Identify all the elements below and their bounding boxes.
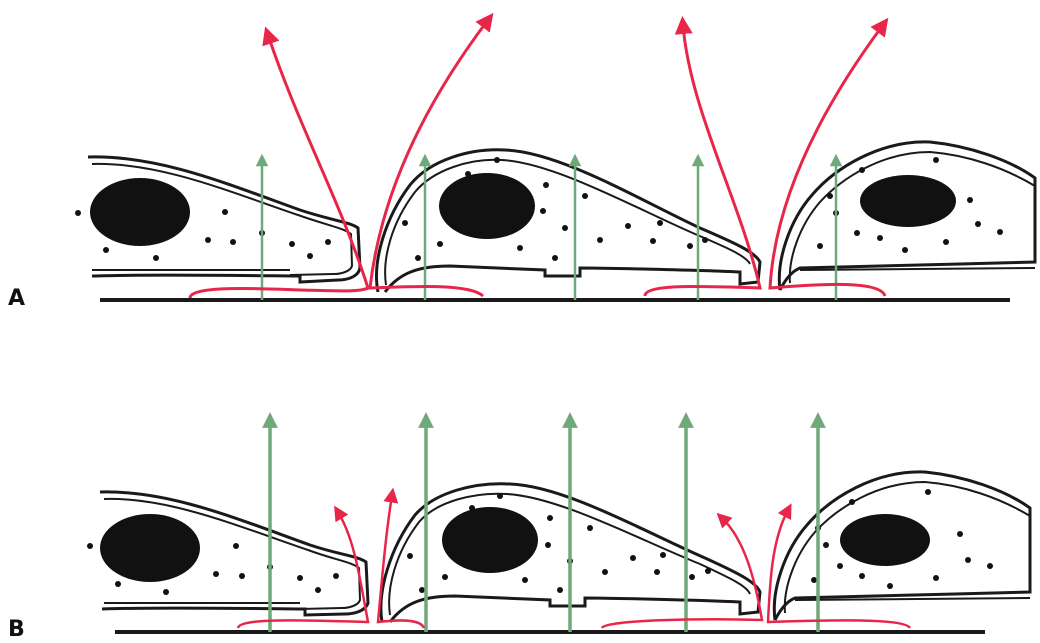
cell-a3 <box>779 142 1035 290</box>
cell-b3 <box>774 472 1030 620</box>
cell-a1 <box>75 157 360 282</box>
nucleus <box>860 175 956 227</box>
panel-b <box>87 420 1030 632</box>
nucleus <box>439 173 535 239</box>
nucleus <box>840 514 930 566</box>
panel-label-b: B <box>8 617 25 642</box>
panel-label-a: A <box>8 286 25 311</box>
nucleus <box>100 514 200 582</box>
panel-a <box>75 20 1035 300</box>
cell-b1 <box>87 492 368 615</box>
nucleus <box>90 178 190 246</box>
nucleus <box>442 507 538 573</box>
cell-a2 <box>377 150 760 292</box>
